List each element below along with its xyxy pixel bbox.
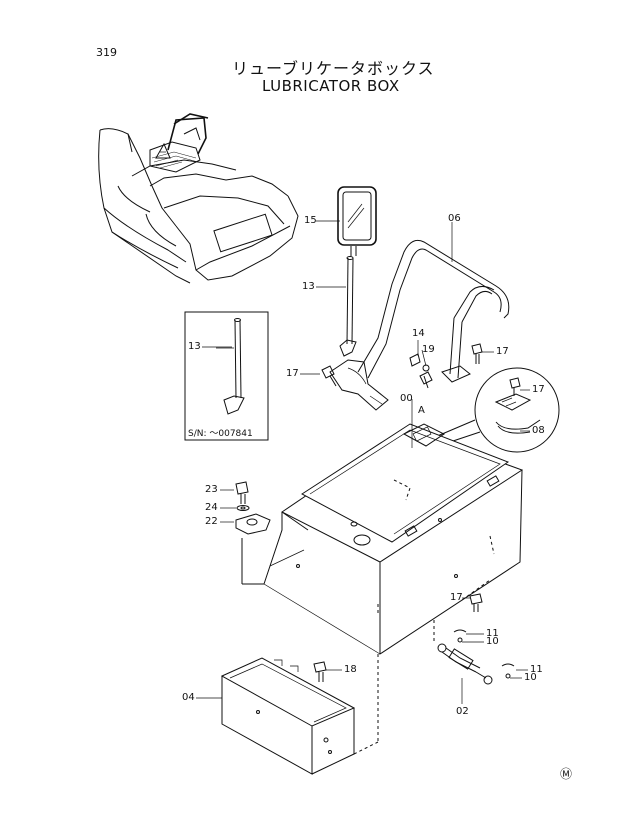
- label-23: 23: [205, 484, 218, 495]
- label-19: 19: [422, 344, 435, 355]
- bolts-14-19: [409, 353, 433, 389]
- title-english: LUBRICATOR BOX: [262, 77, 400, 95]
- plate-guide-lines: [241, 538, 305, 585]
- label-06: 06: [448, 213, 461, 224]
- machine-overview-sketch: [98, 113, 299, 284]
- gas-spring: [433, 620, 515, 685]
- bolt-washer-plate: [235, 481, 271, 535]
- bolt-17-top-right: [471, 343, 483, 364]
- label-17-top-right: 17: [496, 346, 509, 357]
- label-00: 00: [400, 393, 413, 404]
- page-number: 319: [96, 46, 117, 59]
- label-08: 08: [532, 425, 545, 436]
- label-13: 13: [302, 281, 315, 292]
- footer-mark: Ⓜ: [560, 767, 573, 781]
- label-24: 24: [205, 502, 218, 513]
- label-10-upper: 10: [486, 636, 499, 647]
- label-02: 02: [456, 706, 469, 717]
- bolt-17-lower: [469, 593, 483, 612]
- label-17-lower: 17: [450, 592, 463, 603]
- mirror-assembly: [337, 186, 377, 256]
- label-13-inset: 13: [188, 341, 201, 352]
- label-04: 04: [182, 692, 195, 703]
- detail-label-a: A: [418, 405, 425, 416]
- bolt-18: [313, 661, 327, 682]
- label-17-detail: 17: [532, 384, 545, 395]
- serial-inset: [184, 311, 269, 441]
- label-17-left: 17: [286, 368, 299, 379]
- label-11-lower: 11: [530, 664, 543, 675]
- serial-note: S/N: ～007841: [188, 429, 253, 439]
- label-10-lower: 10: [524, 672, 537, 683]
- leader-lines: [196, 220, 530, 704]
- tray: [220, 654, 379, 775]
- handrail: [329, 239, 510, 411]
- label-11-upper: 11: [486, 628, 499, 639]
- title-japanese: リューブリケータボックス: [232, 59, 435, 78]
- lubricator-box: [263, 423, 524, 655]
- label-22: 22: [205, 516, 218, 527]
- mirror-stay: [339, 256, 357, 357]
- label-18: 18: [344, 664, 357, 675]
- label-15: 15: [304, 215, 317, 226]
- label-14: 14: [412, 328, 425, 339]
- bolt-17-left: [321, 365, 337, 387]
